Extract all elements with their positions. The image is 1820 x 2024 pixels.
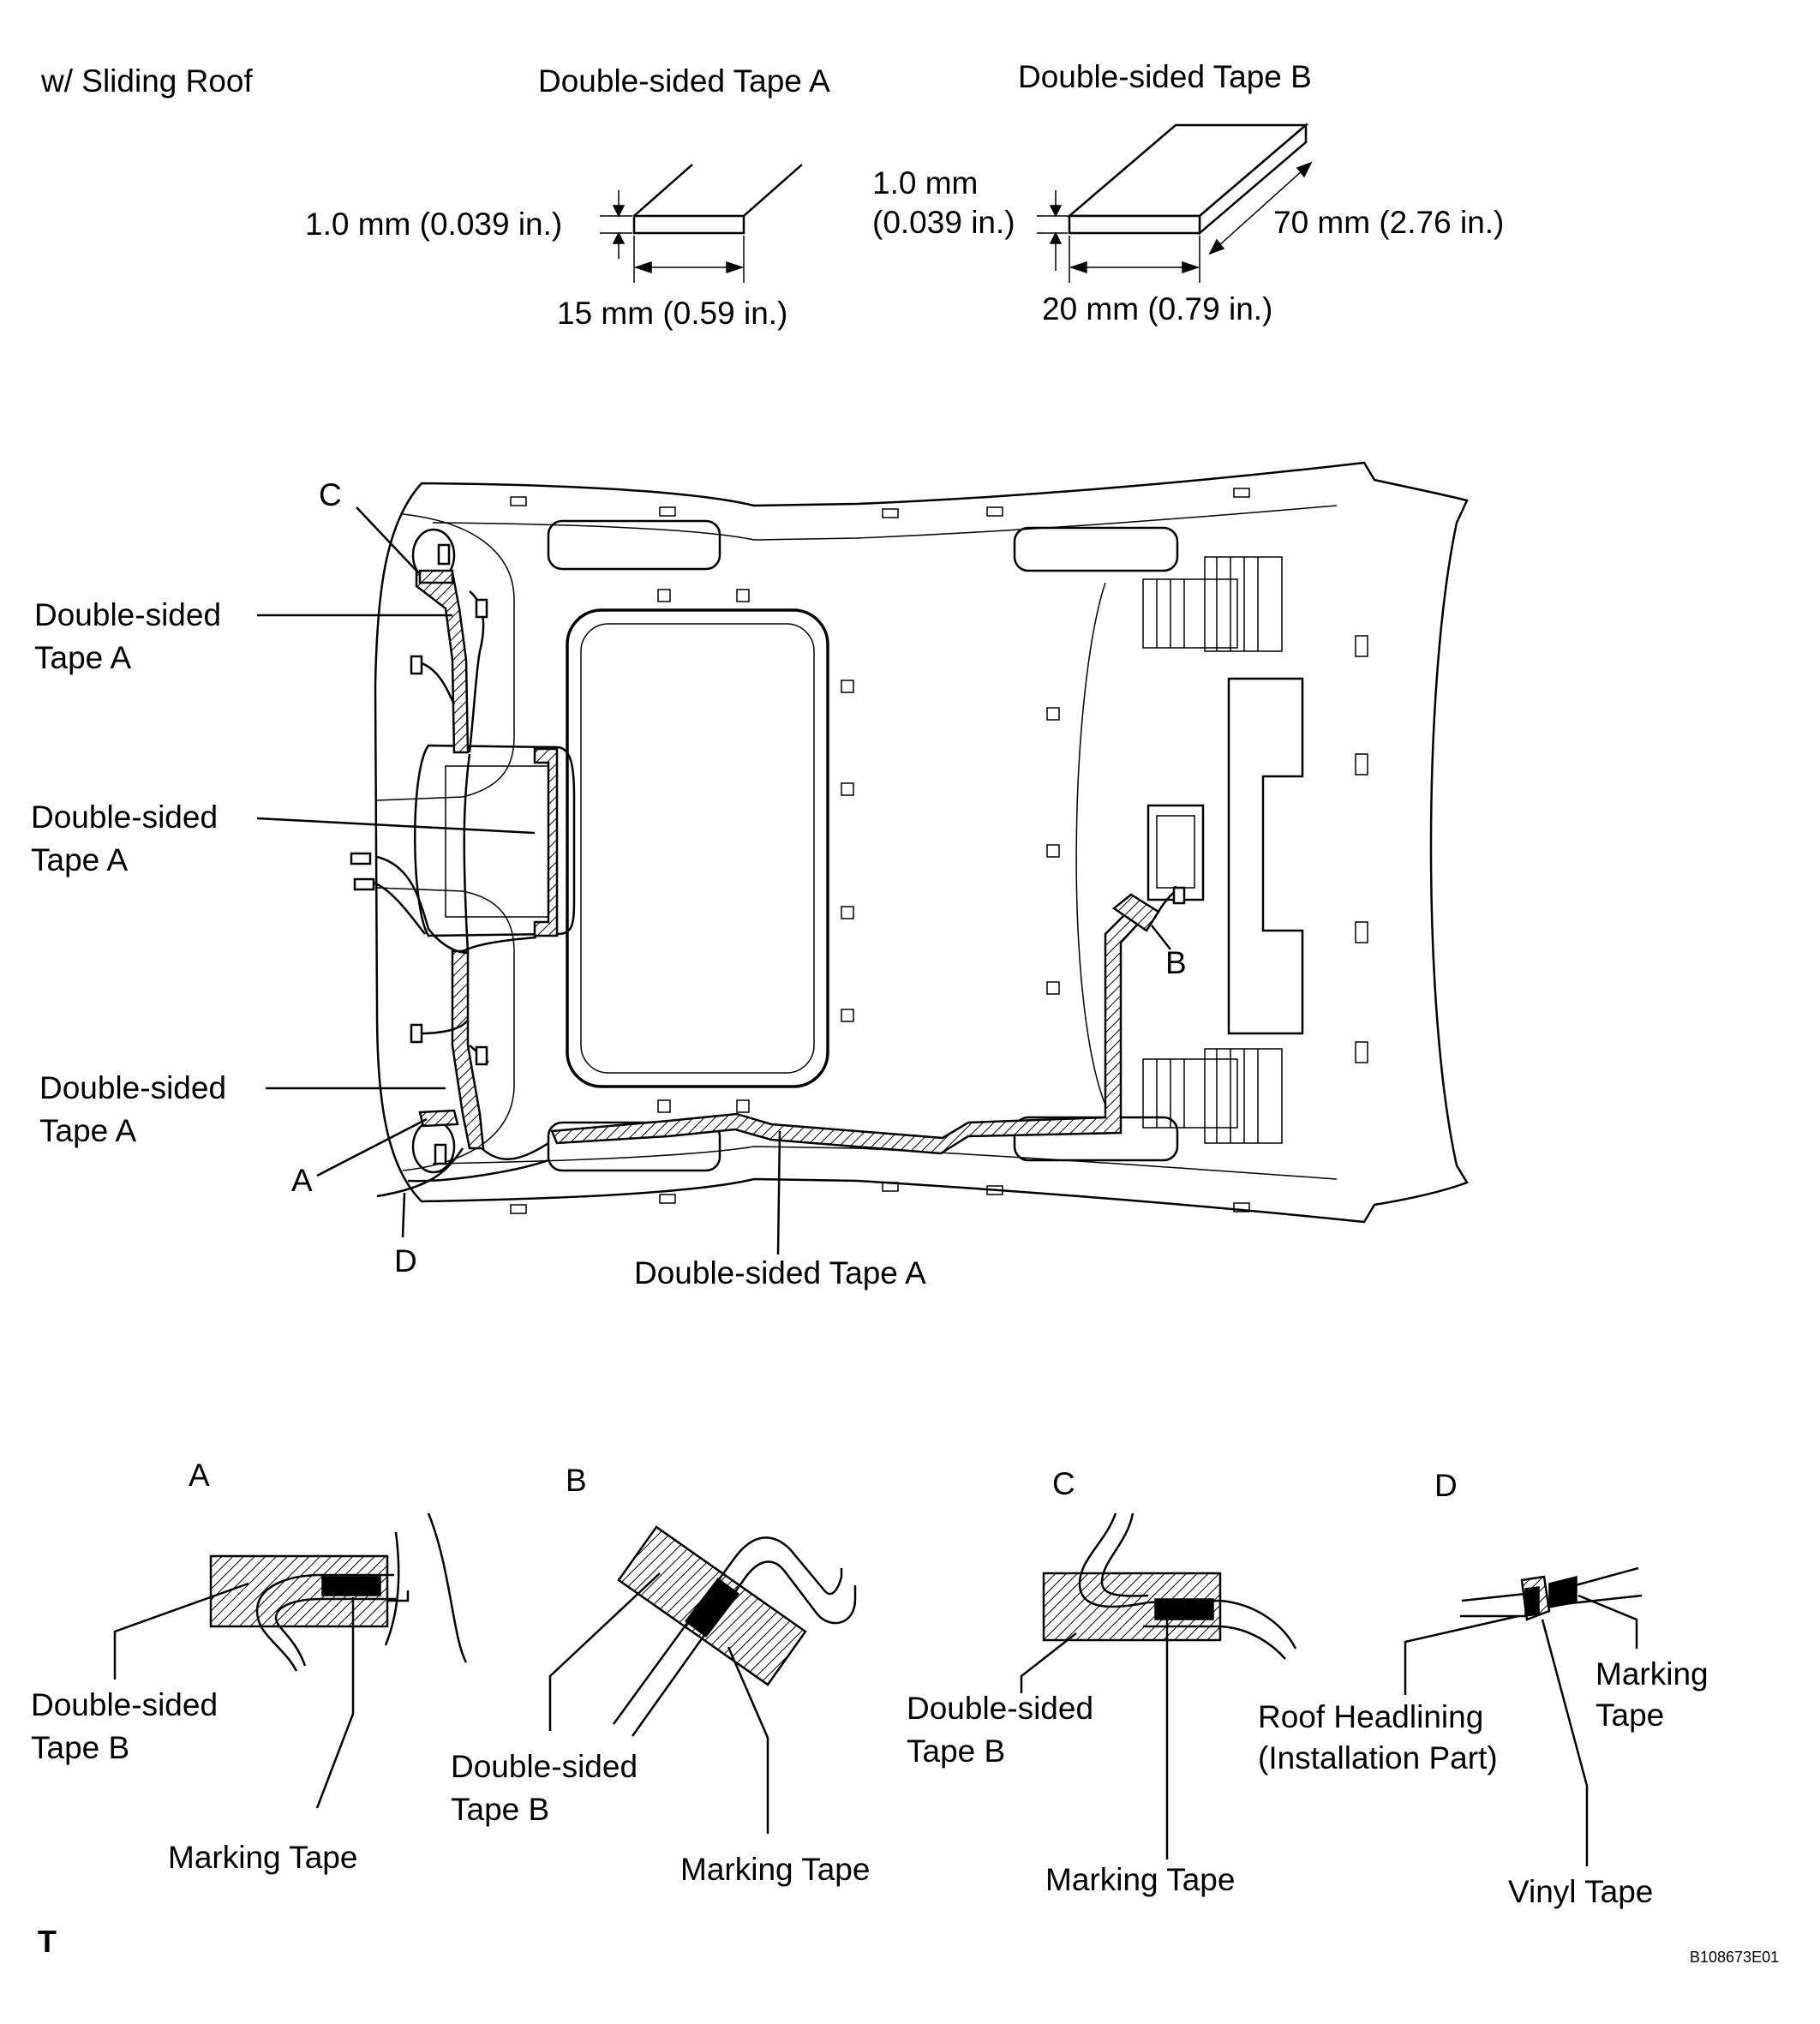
detail-a [113, 1512, 468, 1809]
detail-d-marking-line2: Tape [1595, 1698, 1664, 1733]
rear-speaker-blocks [1142, 556, 1283, 1144]
variant-label: w/ Sliding Roof [40, 63, 254, 99]
detail-d-vinyl: Vinyl Tape [1508, 1874, 1653, 1909]
callout-tape-2-line1: Double-sided [31, 799, 218, 835]
tape-a-width: 15 mm (0.59 in.) [557, 296, 787, 331]
detail-c-marking: Marking Tape [1045, 1862, 1235, 1897]
figure-code: B108673E01 [1690, 1949, 1779, 1966]
detail-d-marking-line1: Marking [1595, 1656, 1709, 1692]
tape-a-section [600, 164, 803, 283]
detail-a-marking: Marking Tape [168, 1840, 357, 1875]
detail-b-tape-line2: Tape B [451, 1792, 549, 1827]
callout-d: D [394, 1243, 417, 1278]
callout-tape-3-line2: Tape A [39, 1113, 136, 1148]
tape-a-title: Double-sided Tape A [538, 63, 830, 99]
detail-d-title: D [1434, 1468, 1458, 1503]
detail-b-tape-line1: Double-sided [451, 1749, 638, 1784]
tape-b-width: 20 mm (0.79 in.) [1042, 291, 1272, 326]
callout-tape-3-line1: Double-sided [39, 1070, 226, 1105]
detail-d-headlining-line1: Roof Headlining [1258, 1699, 1483, 1734]
tape-a-thickness: 1.0 mm (0.039 in.) [305, 207, 562, 242]
clip-markers [510, 488, 1368, 1214]
detail-b-marking: Marking Tape [680, 1852, 870, 1887]
detail-b-title: B [566, 1463, 587, 1498]
callout-b: B [1165, 945, 1187, 980]
tape-b-title: Double-sided Tape B [1018, 59, 1312, 94]
detail-c-title: C [1052, 1466, 1075, 1501]
tape-b-thickness-line1: 1.0 mm [872, 165, 978, 201]
detail-a-tape-line1: Double-sided [31, 1687, 218, 1722]
detail-a-title: A [189, 1458, 210, 1493]
detail-c-tape-line2: Tape B [907, 1734, 1005, 1769]
detail-a-tape-line2: Tape B [31, 1730, 129, 1765]
detail-c-tape-line1: Double-sided [907, 1691, 1093, 1726]
tape-b-thickness-line2: (0.039 in.) [872, 205, 1015, 240]
callout-tape-2-line2: Tape A [31, 842, 128, 877]
callout-tape-bottom: Double-sided Tape A [634, 1255, 926, 1290]
roof-headliner [374, 461, 1469, 1224]
detail-c [1020, 1512, 1297, 1859]
corner-mark: T [38, 1924, 57, 1959]
detail-d-headlining-line2: (Installation Part) [1258, 1740, 1498, 1775]
callout-a: A [291, 1163, 313, 1198]
detail-d [1404, 1566, 1643, 1866]
wire-harness [350, 543, 1186, 1198]
detail-b [548, 1525, 857, 1834]
callout-c: C [319, 477, 342, 512]
callout-tape-1-line1: Double-sided [34, 597, 221, 632]
tape-b-block [1037, 123, 1313, 283]
callout-tape-1-line2: Tape A [34, 640, 131, 675]
tape-b-length: 70 mm (2.76 in.) [1273, 205, 1504, 240]
